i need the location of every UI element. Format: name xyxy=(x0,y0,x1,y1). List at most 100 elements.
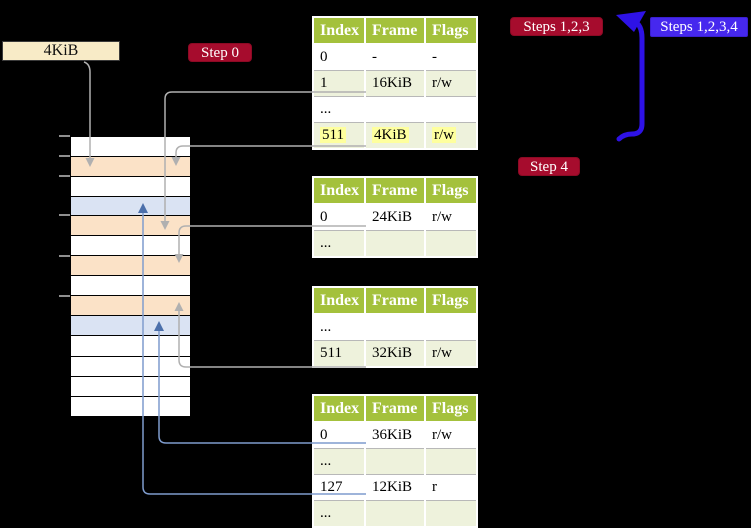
table-row: ... xyxy=(312,448,477,475)
column-header: Flags xyxy=(424,17,477,45)
column-header: Frame xyxy=(364,17,425,45)
cell-frame: 4KiB xyxy=(364,122,425,149)
column-header: Index xyxy=(312,177,365,205)
table-row: 0-- xyxy=(312,43,477,71)
cell-frame: 12KiB xyxy=(364,474,425,501)
memory-frame-row xyxy=(71,197,190,215)
memory-frame-row xyxy=(71,256,190,275)
column-header: Flags xyxy=(424,395,477,423)
table-row: ... xyxy=(312,96,477,123)
steps1234-badge: Steps 1,2,3,4 xyxy=(650,17,748,37)
address-tick xyxy=(59,295,70,297)
column-header: Frame xyxy=(364,395,425,423)
memory-frame-row xyxy=(71,336,190,356)
memory-frame-row xyxy=(71,316,190,335)
address-tick xyxy=(59,135,70,137)
cell-flags: - xyxy=(424,43,477,71)
memory-frame-row xyxy=(71,377,190,396)
frame-4kib-label: 4KiB xyxy=(2,41,120,61)
cell-frame: 36KiB xyxy=(364,421,425,449)
memory-frame-row xyxy=(71,236,190,255)
column-header: Frame xyxy=(364,177,425,205)
cell-flags xyxy=(424,230,477,257)
cell-flags: r xyxy=(424,474,477,501)
cell-flags: r/w xyxy=(424,122,477,149)
cell-frame xyxy=(364,313,425,341)
cell-index: 0 xyxy=(312,43,365,71)
cell-frame xyxy=(364,230,425,257)
memory-frame-row xyxy=(71,296,190,315)
cell-frame: - xyxy=(364,43,425,71)
memory-frame-row xyxy=(71,137,190,156)
cell-frame xyxy=(364,96,425,123)
cell-index: 0 xyxy=(312,421,365,449)
cell-index: ... xyxy=(312,500,365,527)
column-header: Flags xyxy=(424,177,477,205)
memory-frame-row xyxy=(71,157,190,176)
table-row: ... xyxy=(312,313,477,341)
memory-frame-row xyxy=(71,177,190,196)
table-row: 511 4KiB r/w xyxy=(312,122,477,149)
cell-index: ... xyxy=(312,313,365,341)
cell-flags: r/w xyxy=(424,70,477,97)
address-tick xyxy=(59,214,70,216)
cell-flags: r/w xyxy=(424,203,477,231)
cell-flags xyxy=(424,96,477,123)
memory-frame-row xyxy=(71,357,190,376)
column-header: Flags xyxy=(424,287,477,315)
highlighted-value: 511 xyxy=(320,127,346,143)
cell-flags: r/w xyxy=(424,340,477,367)
cell-index: ... xyxy=(312,96,365,123)
step0-badge: Step 0 xyxy=(188,43,252,62)
step4-badge: Step 4 xyxy=(518,157,580,176)
cell-index: ... xyxy=(312,448,365,475)
cell-frame xyxy=(364,448,425,475)
cell-index: 511 xyxy=(312,340,365,367)
column-header: Frame xyxy=(364,287,425,315)
table-row: ... xyxy=(312,230,477,257)
cell-flags xyxy=(424,313,477,341)
cell-index: 127 xyxy=(312,474,365,501)
cell-flags: r/w xyxy=(424,421,477,449)
column-header: Index xyxy=(312,395,365,423)
address-tick xyxy=(59,175,70,177)
loop-arrow-steps xyxy=(616,11,646,142)
highlighted-value: r/w xyxy=(432,127,456,143)
cell-index: 1 xyxy=(312,70,365,97)
memory-frame-row xyxy=(71,216,190,235)
cell-index: 511 xyxy=(312,122,365,149)
address-tick xyxy=(59,255,70,257)
table-row: ... xyxy=(312,500,477,527)
cell-index: ... xyxy=(312,230,365,257)
cell-frame: 32KiB xyxy=(364,340,425,367)
address-tick xyxy=(59,155,70,157)
cell-frame xyxy=(364,500,425,527)
cell-index: 0 xyxy=(312,203,365,231)
memory-frame-row xyxy=(71,397,190,416)
column-header: Index xyxy=(312,17,365,45)
steps123-badge: Steps 1,2,3 xyxy=(510,17,603,36)
cell-flags xyxy=(424,500,477,527)
cell-frame: 16KiB xyxy=(364,70,425,97)
memory-frame-row xyxy=(71,276,190,295)
column-header: Index xyxy=(312,287,365,315)
highlighted-value: 4KiB xyxy=(372,127,409,143)
